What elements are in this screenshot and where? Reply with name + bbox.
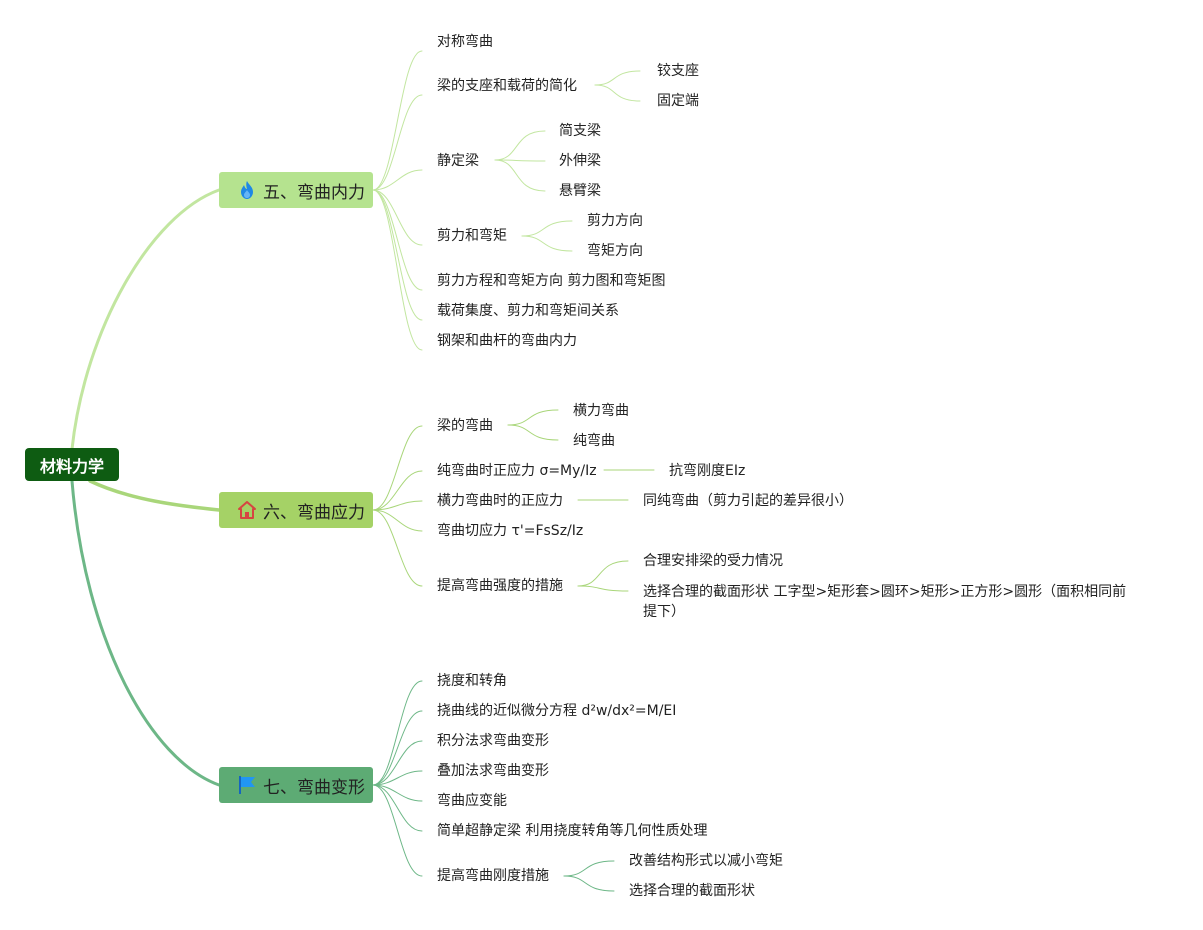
topic-superposition-method[interactable]: 叠加法求弯曲变形 [437, 763, 549, 779]
subtopic-moment-direction[interactable]: 弯矩方向 [587, 243, 643, 259]
topic-pure-bending-normal-stress[interactable]: 纯弯曲时正应力 σ=My/Iz [437, 463, 597, 479]
branch3-connector-5 [372, 784, 423, 832]
topic-improve-bending-strength[interactable]: 提高弯曲强度的措施 [437, 578, 563, 594]
support-connector-0 [594, 70, 641, 86]
branch1-connector-1 [372, 94, 423, 191]
subtopic-hinged-support[interactable]: 铰支座 [657, 63, 699, 79]
topic-frame-curved-bar[interactable]: 钢架和曲杆的弯曲内力 [437, 333, 577, 349]
subtopic-arrange-loads[interactable]: 合理安排梁的受力情况 [643, 553, 783, 569]
subtopic-cantilever-beam[interactable]: 悬臂梁 [559, 183, 601, 199]
topic-support-load-simplification[interactable]: 梁的支座和载荷的简化 [437, 78, 577, 94]
subtopic-flexural-rigidity[interactable]: 抗弯刚度EIz [669, 463, 746, 479]
stiffness-connector-0 [563, 860, 615, 877]
branch2-connector-1 [372, 470, 423, 511]
topic-integration-method[interactable]: 积分法求弯曲变形 [437, 733, 549, 749]
subtopic-choose-section-shape[interactable]: 选择合理的截面形状 工字型>矩形套>圆环>矩形>正方形>圆形（面积相同前提下） [643, 584, 1127, 620]
root-connector-2 [88, 479, 221, 512]
branch1-connector-4 [372, 189, 423, 291]
branch3-connector-1 [372, 710, 423, 786]
flame-icon [237, 180, 257, 200]
topic-shear-and-moment[interactable]: 剪力和弯矩 [437, 228, 507, 244]
branch1-connector-0 [372, 50, 423, 191]
beam-bending-connector-0 [507, 409, 559, 426]
subtopic-fixed-end[interactable]: 固定端 [657, 93, 699, 109]
branch-node-bending-stress[interactable]: 六、弯曲应力 [219, 492, 373, 528]
topic-statically-indeterminate-beam[interactable]: 简单超静定梁 利用挠度转角等几何性质处理 [437, 823, 708, 839]
subtopic-same-as-pure-bending[interactable]: 同纯弯曲（剪力引起的差异很小） [643, 493, 853, 509]
branch-label: 七、弯曲变形 [263, 777, 365, 798]
branch2-connector-4 [372, 509, 423, 587]
branch1-connector-6 [372, 189, 423, 351]
root-connector-1 [70, 188, 221, 451]
branch2-connector-0 [372, 425, 423, 511]
improve-strength-connector-1 [577, 585, 629, 592]
stiffness-connector-1 [563, 875, 615, 892]
subtopic-shear-direction[interactable]: 剪力方向 [587, 213, 643, 229]
subtopic-simply-supported-beam[interactable]: 简支梁 [559, 123, 601, 139]
shear-moment-connector-0 [521, 220, 573, 237]
static-beam-connector-0 [494, 130, 546, 161]
branch3-connector-3 [372, 770, 423, 786]
topic-transverse-bending-normal-stress[interactable]: 横力弯曲时的正应力 [437, 493, 563, 509]
subtopic-reasonable-section[interactable]: 选择合理的截面形状 [629, 883, 755, 899]
branch3-connector-6 [372, 784, 423, 877]
topic-deflection-rotation[interactable]: 挠度和转角 [437, 673, 507, 689]
subtopic-overhanging-beam[interactable]: 外伸梁 [559, 153, 601, 169]
support-connector-1 [594, 84, 641, 102]
shear-moment-connector-1 [521, 235, 573, 252]
branch-label: 五、弯曲内力 [263, 182, 365, 203]
topic-bending-strain-energy[interactable]: 弯曲应变能 [437, 793, 507, 809]
static-beam-connector-2 [494, 159, 546, 192]
beam-bending-connector-1 [507, 424, 559, 441]
topic-statically-determinate-beam[interactable]: 静定梁 [437, 153, 479, 169]
improve-strength-connector-0 [577, 560, 629, 587]
branch1-connector-2 [372, 169, 423, 191]
topic-improve-bending-stiffness[interactable]: 提高弯曲刚度措施 [437, 868, 549, 884]
root-node[interactable]: 材料力学 [25, 448, 119, 481]
branch3-connector-0 [372, 680, 423, 786]
topic-bending-shear-stress[interactable]: 弯曲切应力 τ'=FsSz/Iz [437, 523, 584, 539]
topic-load-shear-moment-relation[interactable]: 载荷集度、剪力和弯矩间关系 [437, 303, 619, 319]
topic-shear-moment-diagrams[interactable]: 剪力方程和弯矩方向 剪力图和弯矩图 [437, 273, 666, 289]
branch-node-bending-internal-force[interactable]: 五、弯曲内力 [219, 172, 373, 208]
static-beam-connector-1 [494, 159, 546, 162]
branch-label: 六、弯曲应力 [263, 502, 365, 523]
topic-symmetric-bending[interactable]: 对称弯曲 [437, 34, 493, 50]
flag-icon [237, 775, 257, 795]
subtopic-transverse-bending[interactable]: 横力弯曲 [573, 403, 629, 419]
home-icon [237, 500, 257, 520]
branch2-connector-2 [372, 500, 423, 511]
subtopic-improve-structure[interactable]: 改善结构形式以减小弯矩 [629, 853, 783, 869]
branch-node-bending-deformation[interactable]: 七、弯曲变形 [219, 767, 373, 803]
branch1-connector-5 [372, 189, 423, 321]
branch1-connector-3 [372, 189, 423, 246]
subtopic-pure-bending[interactable]: 纯弯曲 [573, 433, 615, 449]
topic-beam-bending[interactable]: 梁的弯曲 [437, 418, 493, 434]
branch3-connector-2 [372, 740, 423, 786]
branch2-connector-3 [372, 509, 423, 532]
root-connector-3 [70, 479, 221, 787]
topic-deflection-differential-equation[interactable]: 挠曲线的近似微分方程 d²w/dx²=M/EI [437, 703, 677, 719]
